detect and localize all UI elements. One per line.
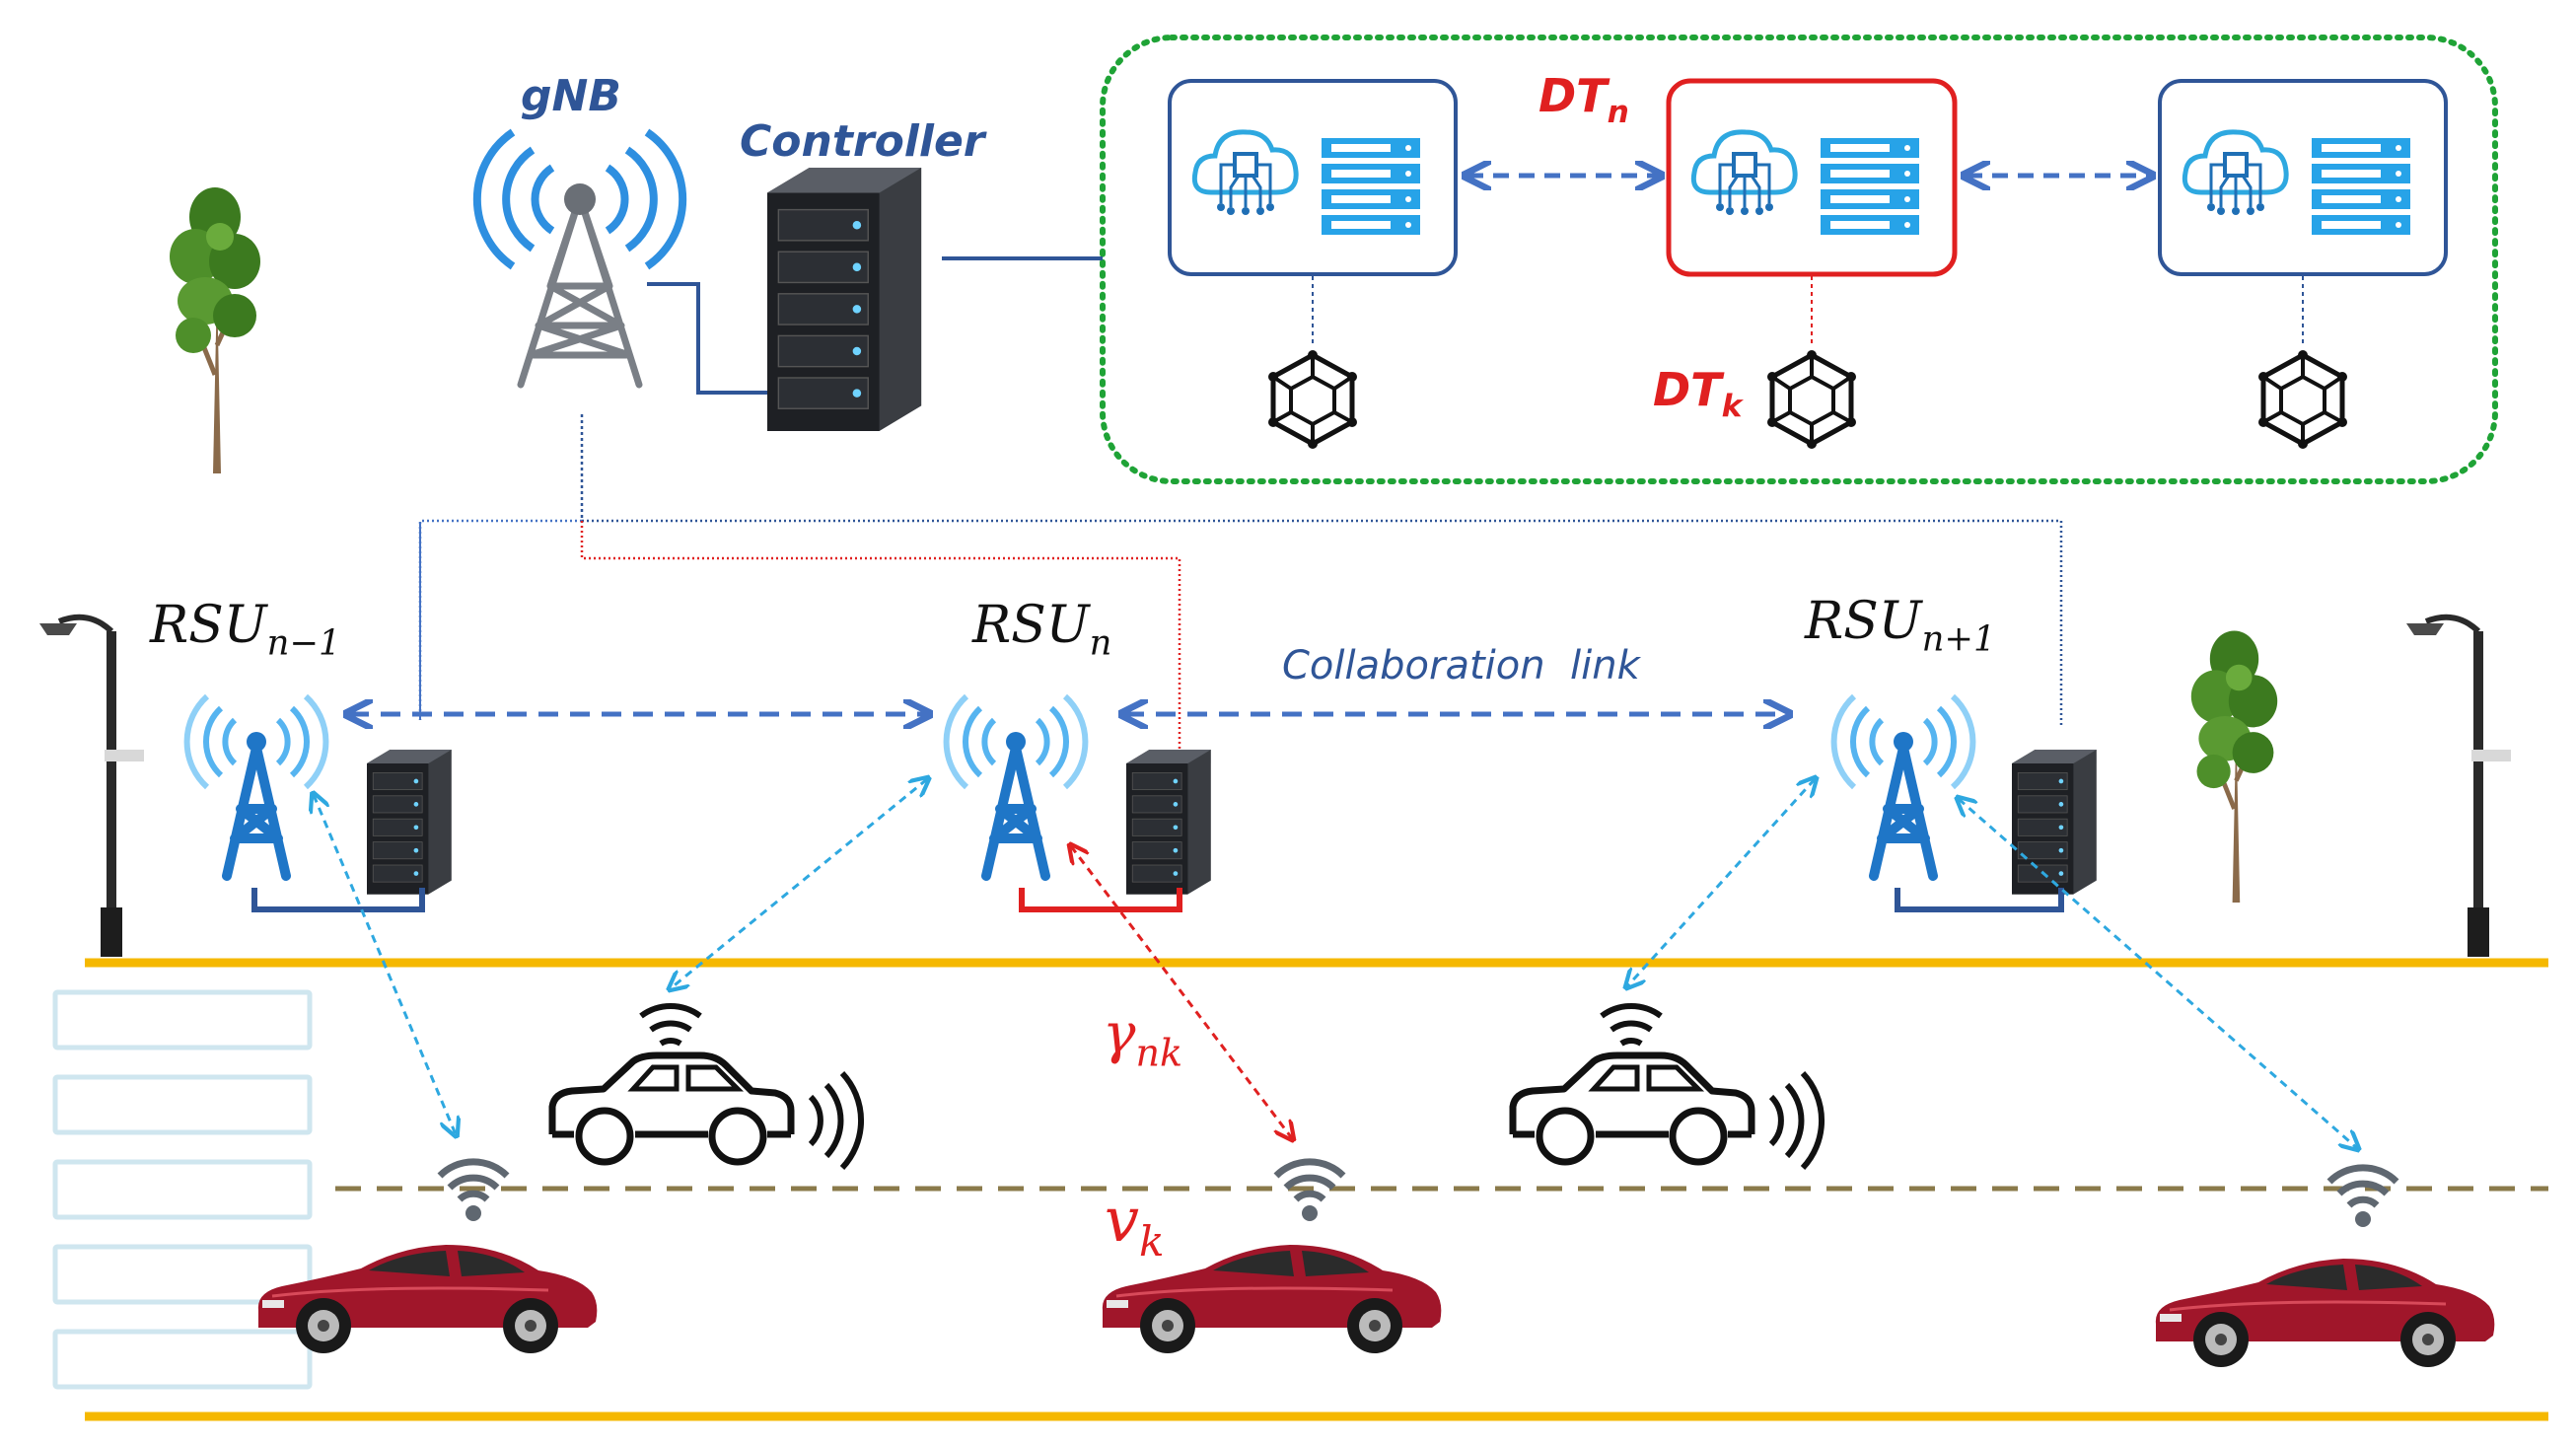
rsu-prev-label: RSUn−1 [150, 596, 341, 664]
dt-card-left [1168, 79, 1458, 276]
rsu-cur-label: RSUn [972, 596, 1112, 664]
v2i-link [314, 795, 456, 1134]
cube-icon [2258, 350, 2347, 449]
v2i-link [1627, 779, 1815, 986]
controller-server-icon [766, 167, 922, 432]
street-lamp-icon [2406, 617, 2511, 957]
v-label: vk [1105, 1184, 1165, 1266]
rsu-next-label: RSUn+1 [1805, 592, 1996, 660]
v2i-link-gamma [1071, 846, 1292, 1138]
wifi-icon [2329, 1168, 2397, 1227]
dt-n-label: DTn [1538, 69, 1629, 130]
wifi-icon [1276, 1162, 1343, 1221]
connected-car-icon [1513, 1006, 1822, 1168]
tree-icon [2191, 631, 2277, 904]
street-lamp-icon [39, 617, 144, 957]
sports-car-icon [2154, 1257, 2496, 1369]
rsu-next-tower-icon [1834, 696, 1973, 876]
tree-icon [170, 187, 260, 473]
gnb-label: gNB [521, 71, 621, 121]
connected-car-icon [552, 1006, 861, 1168]
rsu-cur-server-icon [1125, 749, 1212, 896]
gamma-label: γnk [1103, 1002, 1183, 1075]
v2i-link [1959, 799, 2357, 1148]
rsu-prev-tower-icon [187, 696, 326, 876]
dt-card-right [2158, 79, 2448, 276]
gnb-tower-icon [472, 128, 687, 389]
cube-icon [1268, 350, 1357, 449]
rsu-prev-server-icon [366, 749, 453, 896]
crosswalk-icon [52, 989, 313, 1390]
rsu-cur-tower-icon [947, 696, 1086, 876]
rsu-next-server-icon [2011, 749, 2098, 896]
wifi-icon [440, 1162, 507, 1221]
dt-k-label: DTk [1653, 363, 1743, 424]
cube-icon [1767, 350, 1856, 449]
collaboration-link-label: Collaboration link [1282, 643, 1640, 688]
controller-label: Controller [740, 116, 985, 167]
dt-card-center [1666, 78, 1958, 277]
v2i-link [671, 779, 927, 988]
